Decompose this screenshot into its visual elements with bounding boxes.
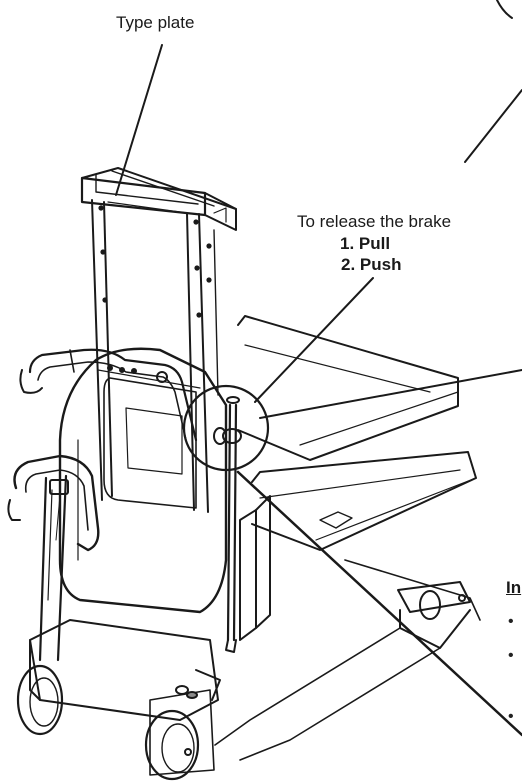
forks (237, 315, 481, 641)
bullet-dot-icon: • (508, 708, 514, 725)
drive-unit (58, 347, 228, 614)
handle-callout-leader (259, 369, 522, 419)
tiller (7, 454, 100, 662)
left-wheel (16, 664, 64, 736)
base-wheels (16, 619, 221, 781)
step-push-label: 2. Push (341, 255, 402, 274)
mast (80, 167, 237, 513)
front-wheel (144, 709, 200, 781)
type-plate-label: Type plate (116, 13, 195, 32)
release-brake-label: To release the brake (297, 212, 452, 231)
partial-callout-arc (496, 0, 513, 19)
brake-callout-leader (254, 277, 374, 403)
instruction-heading-fragment: In (506, 578, 522, 597)
fork-tip-roller (214, 581, 471, 761)
bullet-dot-icon: • (508, 613, 514, 630)
type-plate-leader (115, 44, 163, 196)
lower-right-leader (236, 470, 522, 737)
step-pull-label: 1. Pull (340, 234, 391, 253)
upper-right-leader (464, 89, 522, 163)
bullet-dot-icon: • (508, 647, 514, 664)
